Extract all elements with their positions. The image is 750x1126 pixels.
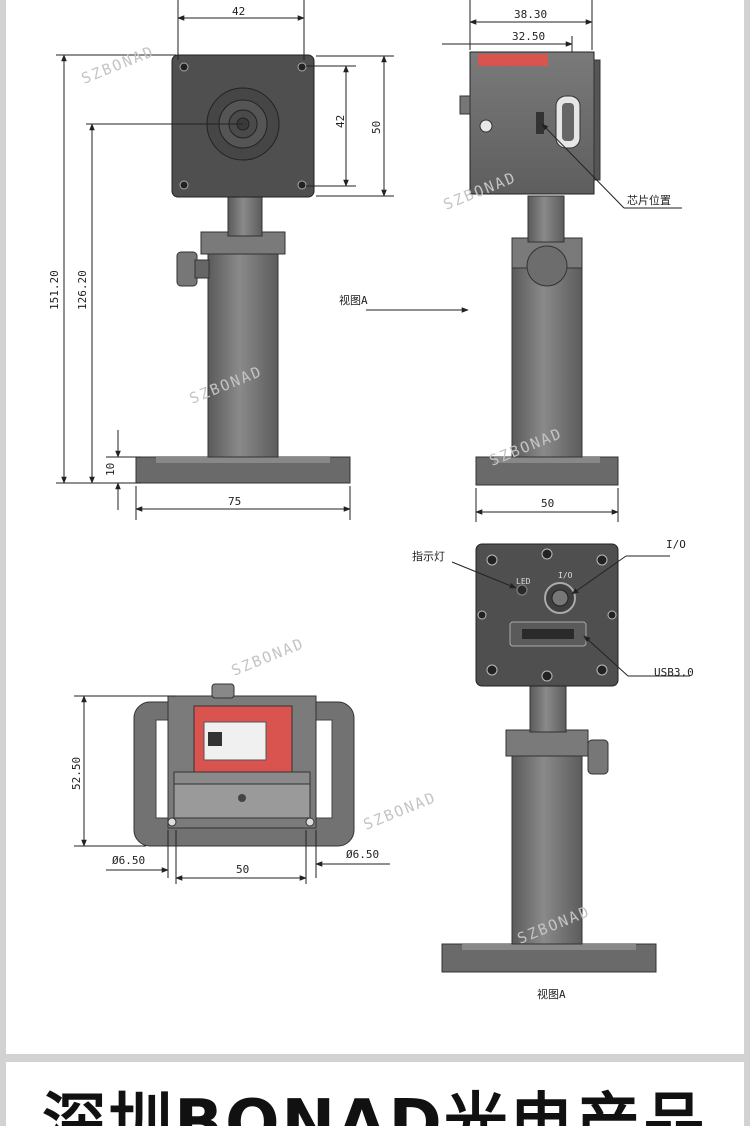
callout-chip-position: 芯片位置 xyxy=(627,193,671,207)
top-view: 52.50 Ø6.50 Ø6.50 50 xyxy=(70,683,390,884)
callout-indicator: 指示灯 xyxy=(412,549,445,563)
dim-top-view-height: 52.50 xyxy=(70,757,83,790)
dim-front-width: 42 xyxy=(232,5,245,18)
side-view: 38.30 32.50 50 芯片位置 视图A xyxy=(339,0,682,522)
callout-io: I/O xyxy=(666,538,686,551)
dim-base-width-side: 50 xyxy=(541,497,554,510)
technical-drawing: 42 42 50 151.20 126.20 10 75 xyxy=(48,0,694,1001)
callout-usb: USB3.0 xyxy=(654,666,694,679)
footer-title: 深圳BONAD光电产品 xyxy=(42,1087,708,1126)
front-view: 42 42 50 151.20 126.20 10 75 xyxy=(48,0,394,520)
dim-side-top-outer: 38.30 xyxy=(514,8,547,21)
dim-total-height: 151.20 xyxy=(48,270,61,310)
led-marking: LED xyxy=(516,577,531,586)
dim-side-top-inner: 32.50 xyxy=(512,30,545,43)
dim-base-thickness: 10 xyxy=(104,463,117,476)
dim-center-height: 126.20 xyxy=(76,270,89,310)
watermark: SZBONAD xyxy=(361,788,439,834)
dim-hole-right: Ø6.50 xyxy=(346,848,379,861)
watermark: SZBONAD xyxy=(229,634,307,680)
footer-banner: 深圳BONAD光电产品 xyxy=(6,1062,744,1126)
dim-front-height-inner: 42 xyxy=(334,115,347,128)
rear-view: LED I/O 指示灯 I/O USB3.0 视图A xyxy=(412,538,694,1001)
dim-hole-spacing: 50 xyxy=(236,863,249,876)
io-marking: I/O xyxy=(558,571,573,580)
dim-base-width-front: 75 xyxy=(228,495,241,508)
dim-front-height-outer: 50 xyxy=(370,121,383,134)
drawing-sheet: 42 42 50 151.20 126.20 10 75 xyxy=(6,0,744,1054)
callout-view-a: 视图A xyxy=(339,293,368,307)
dim-hole-left: Ø6.50 xyxy=(112,854,145,867)
view-a-caption: 视图A xyxy=(537,987,566,1001)
watermark: SZBONAD xyxy=(79,42,157,88)
